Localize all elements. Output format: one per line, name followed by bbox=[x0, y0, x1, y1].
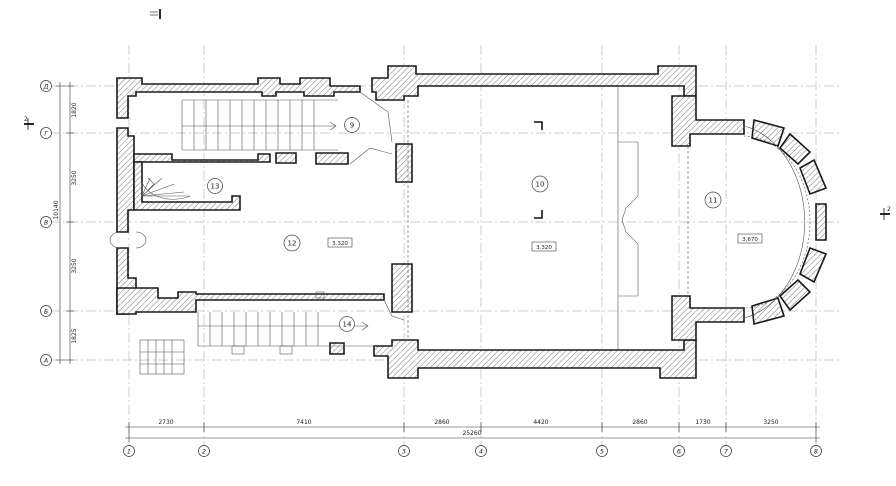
room-label-9: 9 bbox=[350, 122, 354, 130]
dim-bottom-3: 2860 bbox=[434, 419, 449, 426]
room-label-13: 13 bbox=[211, 183, 220, 191]
elevation-10: 3.320 bbox=[536, 245, 552, 251]
room-marker-9 bbox=[344, 117, 360, 133]
section-marks: 2 2 bbox=[24, 9, 891, 220]
room-label-12: 12 bbox=[288, 240, 297, 248]
pier-south bbox=[329, 342, 345, 355]
section-mark-left: 2 bbox=[24, 116, 34, 130]
wall-inner-upper bbox=[133, 153, 271, 163]
detail-lines bbox=[109, 86, 811, 375]
grid-lines bbox=[50, 45, 840, 452]
dim-left-4: 1825 bbox=[71, 328, 78, 343]
elevation-12: 3.320 bbox=[332, 241, 348, 247]
dim-left-3: 3250 bbox=[71, 258, 78, 273]
axis-label-b: Б bbox=[44, 309, 48, 316]
wall-nave-pier-south bbox=[391, 263, 413, 313]
axis-label-a: А bbox=[43, 358, 48, 365]
apse-segment-2 bbox=[778, 132, 812, 166]
axis-label-v: В bbox=[44, 220, 48, 227]
apse-segment-6 bbox=[778, 278, 812, 312]
dim-left-1: 1820 bbox=[71, 102, 78, 117]
room-marker-14 bbox=[339, 316, 355, 332]
wall-north-west bbox=[116, 77, 361, 119]
axis-label-g: Г bbox=[44, 131, 48, 138]
dim-bottom-7: 3250 bbox=[763, 419, 778, 426]
axis-label-d: Д bbox=[43, 84, 49, 91]
dim-left-total: 10140 bbox=[53, 200, 60, 219]
dim-left-2: 3250 bbox=[71, 170, 78, 185]
north-marker bbox=[150, 9, 161, 19]
wall-nave-north bbox=[371, 65, 697, 101]
room-marker-11 bbox=[704, 191, 722, 209]
axis-label-8: 8 bbox=[814, 448, 818, 456]
dimension-lines bbox=[56, 82, 820, 442]
wall-nave-south bbox=[373, 339, 697, 379]
axis-label-6: 6 bbox=[677, 448, 681, 456]
wall-south-west bbox=[116, 287, 385, 315]
axis-bubbles-vertical: 1 2 3 4 5 6 7 8 bbox=[123, 445, 822, 457]
elevation-box-10 bbox=[531, 241, 557, 252]
axis-label-7: 7 bbox=[724, 448, 729, 456]
axis-bubbles-horizontal: Д Г В Б А bbox=[40, 80, 52, 366]
dim-bottom-5: 2860 bbox=[632, 419, 647, 426]
axis-label-3: 3 bbox=[402, 448, 406, 456]
pier-2 bbox=[315, 152, 349, 165]
wall-east-south bbox=[671, 295, 745, 341]
dim-bottom-4: 4420 bbox=[533, 419, 548, 426]
room-marker-10 bbox=[531, 175, 549, 193]
axis-label-1: 1 bbox=[127, 448, 131, 456]
elevation-marks: 3.320 3.320 3.670 bbox=[327, 233, 763, 252]
dim-bottom-total: 25260 bbox=[462, 430, 481, 437]
section-label-right: 2 bbox=[887, 206, 891, 213]
elevation-box-12 bbox=[327, 237, 353, 248]
pier-1 bbox=[275, 152, 297, 164]
wall-room-13 bbox=[133, 161, 241, 211]
room-label-10: 10 bbox=[536, 181, 545, 189]
elevation-box-11 bbox=[737, 233, 763, 244]
apse-segment-7 bbox=[751, 297, 786, 326]
apse-segment-1 bbox=[751, 118, 786, 147]
wall-nave-pier-north bbox=[395, 143, 413, 183]
section-label-left: 2 bbox=[24, 116, 28, 123]
room-label-14: 14 bbox=[343, 321, 352, 329]
room-marker-12 bbox=[283, 234, 301, 252]
room-label-11: 11 bbox=[709, 197, 718, 205]
apse-segment-4 bbox=[815, 203, 827, 241]
wall-west bbox=[116, 127, 135, 233]
section-mark-right: 2 bbox=[880, 206, 891, 220]
room-marker-13 bbox=[207, 178, 223, 194]
apse-segment-5 bbox=[799, 246, 828, 284]
axis-label-4: 4 bbox=[479, 448, 483, 456]
dim-bottom-2: 7410 bbox=[296, 419, 311, 426]
walls bbox=[116, 65, 828, 379]
dimension-labels: 2730 7410 2860 4420 2860 1730 3250 25260… bbox=[53, 102, 779, 437]
elevation-11: 3.670 bbox=[742, 237, 758, 243]
dim-bottom-6: 1730 bbox=[695, 419, 710, 426]
axis-label-5: 5 bbox=[600, 448, 604, 456]
wall-east-north bbox=[671, 95, 745, 147]
room-numbers: 9 10 11 12 13 14 bbox=[207, 117, 722, 332]
axis-label-2: 2 bbox=[202, 448, 206, 456]
apse-segment-3 bbox=[799, 158, 828, 196]
dim-bottom-1: 2730 bbox=[158, 419, 173, 426]
